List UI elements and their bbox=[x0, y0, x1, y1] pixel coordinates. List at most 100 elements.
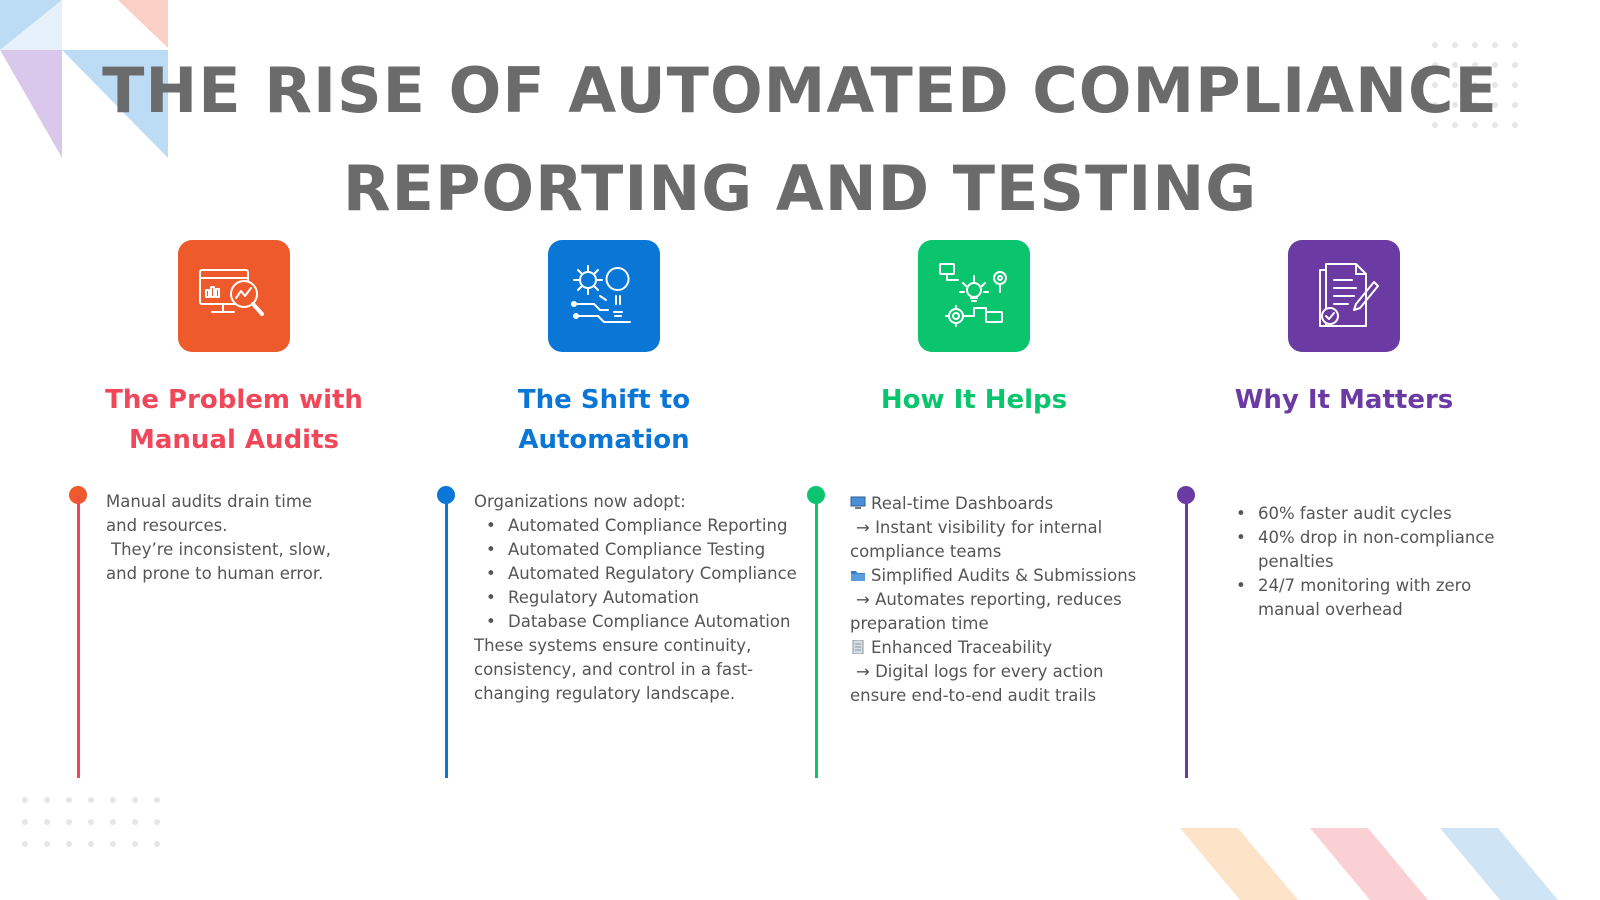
list-item: Database Compliance Automation bbox=[486, 610, 814, 634]
decor-dot bbox=[132, 797, 138, 803]
shift-outro-2: consistency, and control in a fast- bbox=[474, 660, 754, 679]
shift-body: Organizations now adopt: Automated Compl… bbox=[474, 490, 814, 706]
decor-dot bbox=[1512, 102, 1518, 108]
feature-title: Simplified Audits & Submissions bbox=[850, 564, 1170, 588]
decor-dot bbox=[1492, 42, 1498, 48]
decor-dot bbox=[66, 819, 72, 825]
decor-dot bbox=[88, 819, 94, 825]
feature-title: Enhanced Traceability bbox=[850, 636, 1170, 660]
timeline-dot bbox=[437, 486, 455, 504]
helps-body: Real-time Dashboards → Instant visibilit… bbox=[850, 492, 1170, 708]
problem-line-1: Manual audits drain time bbox=[106, 492, 313, 511]
decor-dot bbox=[110, 841, 116, 847]
decor-dot bbox=[110, 797, 116, 803]
helps-icon-box bbox=[918, 240, 1030, 352]
shift-outro-1: These systems ensure continuity, bbox=[474, 636, 752, 655]
list-item-line: 24/7 monitoring with zero bbox=[1258, 576, 1472, 595]
decor-dot bbox=[110, 819, 116, 825]
list-item-line: penalties bbox=[1258, 552, 1334, 571]
decor-dot bbox=[1472, 102, 1478, 108]
decor-dot bbox=[1472, 42, 1478, 48]
title-line-2: REPORTING AND TESTING bbox=[342, 152, 1258, 225]
decor-dot bbox=[1492, 122, 1498, 128]
decor-dot bbox=[1512, 82, 1518, 88]
problem-heading-line-2: Manual Audits bbox=[128, 425, 339, 455]
timeline-line bbox=[445, 496, 448, 778]
problem-icon-box bbox=[178, 240, 290, 352]
matters-icon-box bbox=[1288, 240, 1400, 352]
decor-dot bbox=[1432, 102, 1438, 108]
decor-dot bbox=[1452, 82, 1458, 88]
timeline-line bbox=[77, 496, 80, 778]
shift-heading-line-1: The Shift to bbox=[517, 385, 691, 415]
shift-outro-3: changing regulatory landscape. bbox=[474, 684, 736, 703]
list-item: 60% faster audit cycles bbox=[1236, 502, 1524, 526]
decor-dot bbox=[1452, 62, 1458, 68]
decor-dot bbox=[44, 797, 50, 803]
shift-heading-line-2: Automation bbox=[518, 425, 690, 455]
stripes-bottom-right bbox=[1180, 828, 1558, 900]
decor-dot bbox=[1432, 122, 1438, 128]
list-item-line: 60% faster audit cycles bbox=[1258, 504, 1452, 523]
feature-title-text: Enhanced Traceability bbox=[871, 638, 1053, 657]
list-item: Automated Compliance Reporting bbox=[486, 514, 814, 538]
problem-line-4: and prone to human error. bbox=[106, 564, 324, 583]
decor-dot bbox=[1432, 42, 1438, 48]
problem-body: Manual audits drain time and resources. … bbox=[106, 490, 396, 586]
decor-dot bbox=[1472, 122, 1478, 128]
monitor-magnifier-icon bbox=[199, 269, 264, 316]
shift-heading: The Shift to Automation bbox=[444, 380, 764, 460]
computer-icon bbox=[850, 496, 866, 509]
workflow-idea-icon bbox=[939, 263, 1007, 327]
decor-dot bbox=[1472, 62, 1478, 68]
feature-line: → Instant visibility for internal bbox=[856, 518, 1103, 537]
decor-dot bbox=[154, 819, 160, 825]
decor-dot bbox=[1452, 42, 1458, 48]
decor-dot bbox=[88, 841, 94, 847]
decor-dot bbox=[1432, 62, 1438, 68]
timeline-line bbox=[1185, 496, 1188, 778]
decor-dot bbox=[1512, 42, 1518, 48]
decor-dot bbox=[154, 797, 160, 803]
corner-decoration-top-left bbox=[0, 0, 168, 158]
folder-icon bbox=[851, 571, 865, 581]
ledger-icon bbox=[852, 640, 864, 654]
list-item: Automated Compliance Testing bbox=[486, 538, 814, 562]
decor-dot bbox=[1492, 102, 1498, 108]
list-item: Regulatory Automation bbox=[486, 586, 814, 610]
decor-dot bbox=[154, 841, 160, 847]
decor-dot bbox=[1492, 62, 1498, 68]
decor-dot bbox=[132, 841, 138, 847]
decor-dot bbox=[22, 841, 28, 847]
feature-title-text: Simplified Audits & Submissions bbox=[871, 566, 1137, 585]
helps-heading: How It Helps bbox=[814, 380, 1134, 420]
matters-list: 60% faster audit cycles 40% drop in non-… bbox=[1224, 502, 1524, 622]
shift-intro: Organizations now adopt: bbox=[474, 492, 686, 511]
shift-list: Automated Compliance Reporting Automated… bbox=[474, 514, 814, 634]
decor-dot bbox=[1432, 82, 1438, 88]
feature-title-text: Real-time Dashboards bbox=[871, 494, 1054, 513]
timeline-dot bbox=[69, 486, 87, 504]
decor-dot bbox=[22, 819, 28, 825]
decor-dot bbox=[132, 819, 138, 825]
feature-line: → Digital logs for every action bbox=[856, 662, 1104, 681]
decor-dot bbox=[44, 819, 50, 825]
problem-line-3: They’re inconsistent, slow, bbox=[111, 540, 332, 559]
page-title: THE RISE OF AUTOMATED COMPLIANCE REPORTI… bbox=[0, 42, 1600, 238]
decor-dot bbox=[66, 797, 72, 803]
matters-body: 60% faster audit cycles 40% drop in non-… bbox=[1224, 502, 1524, 622]
checklist-pen-icon bbox=[1319, 263, 1379, 327]
decor-dot bbox=[1452, 122, 1458, 128]
timeline-dot bbox=[1177, 486, 1195, 504]
list-item: Automated Regulatory Compliance bbox=[486, 562, 814, 586]
helps-heading-line-1: How It Helps bbox=[880, 385, 1068, 415]
decor-dot bbox=[66, 841, 72, 847]
gear-lightbulb-circuit-icon bbox=[571, 265, 631, 323]
timeline-line bbox=[815, 496, 818, 778]
feature-line: preparation time bbox=[850, 614, 989, 633]
matters-heading-line-1: Why It Matters bbox=[1234, 385, 1454, 415]
matters-heading: Why It Matters bbox=[1184, 380, 1504, 420]
title-line-1: THE RISE OF AUTOMATED COMPLIANCE bbox=[102, 54, 1498, 127]
decor-dot bbox=[1472, 82, 1478, 88]
